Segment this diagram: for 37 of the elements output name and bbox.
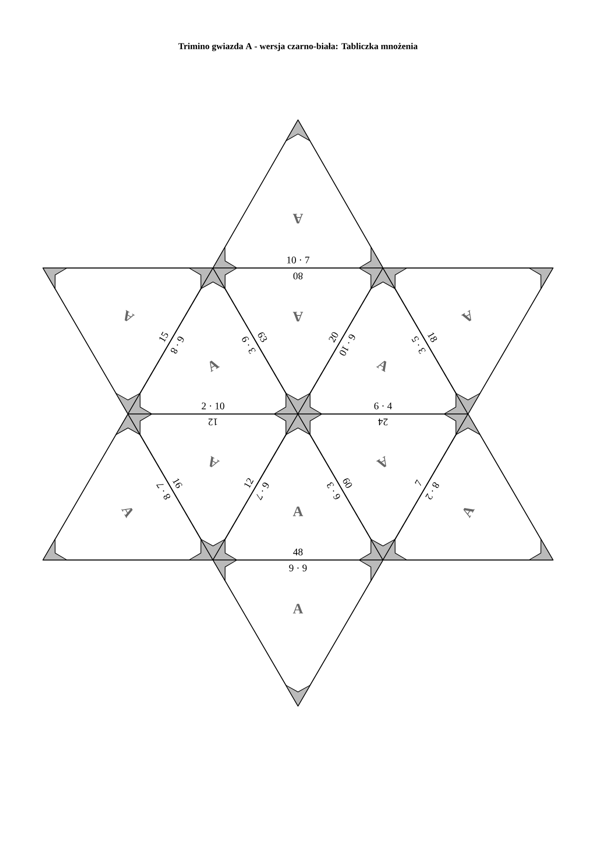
side-label: 12 (244, 478, 254, 488)
side-label: 60 (343, 478, 352, 488)
piece-letter: A (376, 456, 386, 468)
side-label: 18 (428, 332, 437, 342)
piece-letter: A (376, 360, 386, 372)
side-label: 6 · 6 (289, 564, 307, 572)
title: Trimino gwiazda A - wersja czarno-biała: Tabliczka mnożenia (178, 42, 418, 52)
side-label: 3 · 5 (412, 336, 426, 354)
piece-letter: A (292, 604, 304, 614)
piece-letter: A (210, 456, 220, 468)
side-label: 7 (414, 479, 422, 486)
side-label: 8 · 2 (425, 482, 440, 500)
side-label: 2 · 10 (202, 402, 224, 410)
piece-letter: A (210, 360, 220, 372)
side-label: 24 (378, 418, 388, 426)
side-label: 6 · 10 (340, 334, 355, 356)
side-label: 20 (328, 332, 338, 343)
piece-letter: A (292, 506, 304, 516)
side-label: 6 · 3 (327, 482, 340, 500)
piece-letter: A (461, 310, 472, 322)
side-label: 12 (208, 418, 218, 426)
side-label: 48 (293, 548, 303, 556)
side-label: 80 (293, 272, 303, 280)
side-label: 6 · 4 (374, 402, 392, 410)
piece-letter: A (463, 508, 475, 518)
piece-letter: A (121, 508, 133, 518)
piece-letter: A (292, 214, 304, 224)
piece-letter: A (292, 312, 304, 322)
side-label: 6 · 7 (256, 482, 269, 500)
side-label: 63 (258, 332, 267, 342)
side-label: 15 (160, 332, 168, 342)
side-label: 10 · 7 (287, 256, 310, 264)
side-label: 3 · 9 (242, 336, 256, 354)
piece-letter: A (124, 310, 135, 322)
side-label: 8 · 7 (156, 484, 170, 500)
side-label: 16 (172, 478, 182, 488)
side-label: 6 · 8 (170, 336, 184, 354)
